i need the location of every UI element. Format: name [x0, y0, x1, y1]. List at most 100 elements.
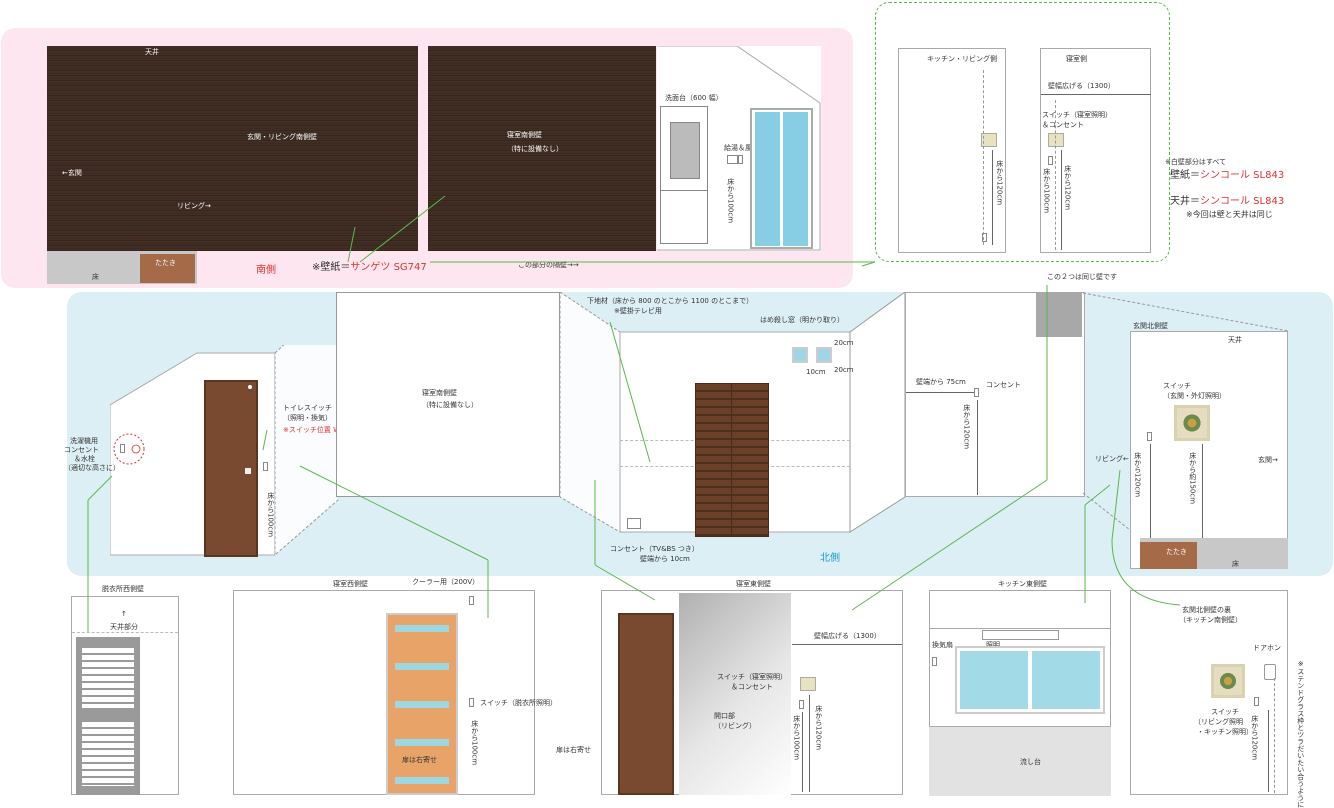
- cooler-outlet: [469, 596, 474, 605]
- kitchen-range-hood: [982, 630, 1059, 640]
- fix-window-2: [816, 347, 832, 363]
- entrance-back-wall: [1130, 590, 1288, 795]
- door-phone-label: ドアホン: [1253, 644, 1281, 652]
- entrance-arrow: 玄関→: [1258, 456, 1278, 464]
- bedroom-south-wall: [428, 46, 656, 251]
- dressing-switch-height: 床から100cm: [470, 720, 479, 766]
- bedroom-east-door[interactable]: [618, 613, 674, 795]
- back-switch-label3: ・キッチン照明）: [1197, 728, 1253, 736]
- detail-and-outlet: ＆コンセント: [1042, 121, 1084, 129]
- laundry-label-1: 洗濯機用: [70, 437, 98, 445]
- bedroom-side-height-100: 床から100cm: [1042, 168, 1051, 214]
- toilet-door-handle: [245, 468, 251, 474]
- white-wall-note: ※白壁部分はすべて: [1165, 158, 1227, 166]
- south-tataki: [140, 254, 195, 283]
- cooler-label: クーラー用（200V）: [412, 578, 480, 586]
- back-vert-dash: [1274, 678, 1275, 793]
- kitchen-window-left: [960, 651, 1028, 709]
- kitchen-sink: [929, 726, 1111, 796]
- to-living-label: リビング→: [177, 202, 211, 210]
- entrance-switch-height: 床から120cm: [1133, 452, 1142, 498]
- stained-note: ※ステンドグラス枠とツラだいたい合うように: [1296, 660, 1305, 808]
- south-wallpaper-note: ※壁紙＝サンゲツ SG747: [312, 262, 427, 273]
- door-right-label: 扉は右寄せ: [402, 756, 437, 764]
- door-glass-1: [395, 625, 449, 632]
- door-glass-3: [395, 701, 449, 708]
- north-section-label: 北側: [820, 553, 840, 564]
- entrance-tataki-label: たたき: [1166, 548, 1187, 556]
- vent-fan-switch: [932, 657, 937, 666]
- entrance-switch: [1147, 432, 1152, 441]
- closet-door-left[interactable]: [695, 383, 733, 537]
- bottom-height-line2: [809, 695, 810, 792]
- vent-fan-label: 換気扇: [932, 641, 953, 649]
- bedroom-side-line2: [1061, 150, 1062, 250]
- north-outlet: [974, 388, 979, 397]
- back-switch: [1254, 697, 1259, 706]
- detail-frame: [875, 2, 1170, 262]
- entrance-living-arrow: リビング←: [1095, 455, 1129, 463]
- laundry-label-4: （適切な高さに）: [64, 464, 120, 472]
- bedroom-west-wall: [233, 590, 535, 795]
- bedroom-west-label: 寝室西側壁: [333, 580, 368, 588]
- door-glass-2: [395, 663, 449, 670]
- bedroom-east-opening: [679, 593, 791, 795]
- detail-bedroom-switch: スイッチ（寝室照明）: [1042, 111, 1112, 119]
- back-switch-label: スイッチ: [1211, 708, 1239, 716]
- kitchen-side-dash: [983, 70, 984, 245]
- ceiling-part-arrow: ↑: [121, 610, 127, 618]
- bedroom-east-label: 寝室東側壁: [736, 580, 771, 588]
- entrance-back-label2: （キッチン南側壁）: [1179, 616, 1242, 624]
- tv-outlet-label2: 壁端から 10cm: [640, 555, 690, 563]
- bottom-and-outlet: ＆コンセント: [731, 683, 773, 691]
- entrance-height-line1: [1150, 444, 1151, 539]
- window-dim-20: 20cm: [834, 339, 854, 347]
- toilet-switch-height: 床から100cm: [266, 492, 275, 538]
- kitchen-ceiling-line: [930, 628, 1110, 629]
- back-switch-height: 床から120cm: [1250, 715, 1259, 761]
- back-stained-glass: [1211, 664, 1245, 698]
- bath-height-label: 床から100cm: [726, 178, 735, 224]
- kitchen-side-wall: [898, 48, 1006, 253]
- same-wall-note: この２つは同じ壁です: [1047, 273, 1117, 281]
- fix-window-1: [792, 347, 808, 363]
- bottom-switch-plate: [800, 677, 816, 691]
- south-floor-label: 床: [92, 273, 99, 281]
- entrance-glass-height: 床から約150cm: [1188, 452, 1197, 505]
- north-outlet-label: コンセント: [986, 381, 1021, 389]
- bottom-outlet: [799, 700, 804, 709]
- kitchen-side-switch-plate: [981, 133, 997, 147]
- dressing-switch: [469, 698, 474, 707]
- bottom-height-line1: [802, 712, 803, 792]
- base-material-label: 下地材（床から 800 のとこから 1100 のとこまで）: [587, 297, 754, 305]
- door-glass-4: [395, 739, 449, 746]
- entrance-floor-label: 床: [1232, 560, 1239, 568]
- detail-widen-line: [1041, 94, 1151, 95]
- entrance-switch-label: スイッチ: [1163, 382, 1191, 390]
- bedroom-side-height-120: 床から120cm: [1063, 165, 1072, 211]
- tv-outlet-label: コンセント（TV&BS つき）: [610, 545, 699, 553]
- closet-door-right[interactable]: [731, 383, 769, 537]
- same-note: ※今回は壁と天井は同じ: [1186, 210, 1273, 219]
- to-entrance-label: ←玄関: [62, 169, 82, 177]
- ceiling-part-line: [72, 632, 178, 633]
- washbasin-mirror: [670, 122, 700, 179]
- window-dim-10: 10cm: [806, 368, 826, 376]
- bath-door-glass-left: [755, 112, 780, 246]
- kitchen-window-right: [1032, 651, 1100, 709]
- outlet-from-corner: 壁端から 75cm: [916, 378, 966, 386]
- entrance-back-label: 玄関北側壁の裏: [1182, 606, 1231, 614]
- sink-label: 流し台: [1020, 758, 1041, 766]
- south-section-label: 南側: [256, 265, 276, 276]
- laundry-outlet-circle: [113, 433, 145, 465]
- laundry-label-2: コンセント: [64, 446, 99, 454]
- entrance-north-ceiling: 天井: [1228, 336, 1242, 344]
- bottom-height-100: 床から100cm: [792, 715, 801, 761]
- door-glass-5: [395, 777, 449, 784]
- outlet-height-line: [977, 400, 978, 495]
- base-material-label2: ※壁掛テレビ用: [614, 307, 662, 315]
- dressing-west-label: 脱衣所西側壁: [102, 585, 144, 593]
- wall-column: [1036, 292, 1082, 337]
- partition-note: この部分の隔壁→→: [518, 261, 579, 269]
- north-bedroom-no-equipment: （特に設備なし）: [422, 401, 478, 409]
